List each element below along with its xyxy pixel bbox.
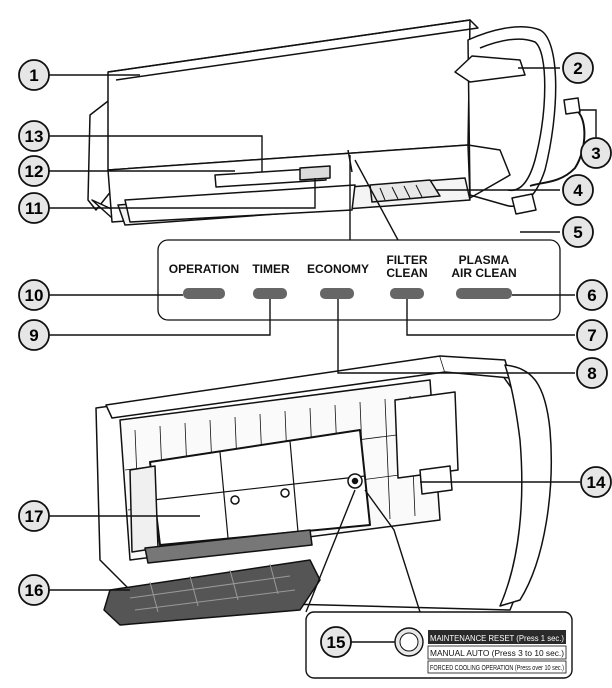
control-button-panel: MAINTENANCE RESET (Press 1 sec.) MANUAL … [305, 489, 573, 679]
timer-indicator [253, 288, 287, 299]
callout-number: 8 [587, 364, 596, 383]
callout-number: 13 [25, 127, 44, 146]
callout-6: 6 [576, 279, 608, 311]
callout-4: 4 [562, 174, 594, 206]
callout-number: 6 [587, 286, 596, 305]
power-cord [529, 107, 586, 187]
callout-3: 3 [580, 137, 612, 169]
callout-number: 15 [327, 633, 346, 652]
plasma-label-line2: AIR CLEAN [451, 266, 516, 280]
front-panel [107, 19, 471, 171]
callout-number: 12 [25, 162, 44, 181]
callout-7: 7 [576, 319, 608, 351]
callout-number: 10 [25, 286, 44, 305]
callout-2: 2 [562, 52, 594, 84]
plasma-label-line1: PLASMA [459, 253, 510, 267]
callout-12: 12 [18, 155, 50, 187]
manual-auto-text: MANUAL AUTO (Press 3 to 10 sec.) [430, 648, 564, 658]
callout-number: 16 [25, 581, 44, 600]
indoor-unit-open-view [95, 355, 552, 626]
power-plug [563, 97, 581, 115]
callout-10: 10 [18, 279, 50, 311]
callout-number: 1 [29, 66, 38, 85]
indicator-window [214, 167, 327, 188]
callout-number: 9 [29, 326, 38, 345]
callout-11: 11 [18, 192, 50, 224]
forced-cooling-text: FORCED COOLING OPERATION (Press over 10 … [430, 665, 564, 672]
signal-receiver [299, 165, 331, 181]
callout-number: 3 [591, 144, 600, 163]
indicator-panel: OPERATION TIMER ECONOMY FILTER CLEAN PLA… [157, 239, 561, 321]
economy-label: ECONOMY [307, 262, 369, 276]
indicator-panel-frame [157, 239, 561, 321]
callout-13: 13 [18, 120, 50, 152]
callout-17: 17 [18, 500, 50, 532]
filter-clean-label-line2: CLEAN [386, 266, 427, 280]
operation-indicator [183, 288, 225, 299]
callout-16: 16 [18, 574, 50, 606]
maintenance-reset-text: MAINTENANCE RESET (Press 1 sec.) [430, 633, 564, 643]
callout-number: 7 [587, 326, 596, 345]
indoor-unit-front-view [87, 19, 586, 226]
filter-clean-label-line1: FILTER [386, 253, 427, 267]
callout-number: 11 [25, 199, 43, 218]
callout-5: 5 [562, 216, 594, 248]
callout-9: 9 [18, 319, 50, 351]
callout-number: 2 [573, 59, 582, 78]
callout-15: 15 [320, 626, 352, 658]
callout-14: 14 [580, 466, 612, 498]
intake-grille [103, 559, 321, 626]
callout-number: 14 [587, 473, 606, 492]
callout-number: 4 [573, 181, 583, 200]
callout-1: 1 [18, 59, 50, 91]
economy-indicator [320, 288, 354, 299]
filter-clean-indicator [390, 288, 424, 299]
timer-label: TIMER [252, 262, 290, 276]
leader-lines [48, 67, 597, 643]
callout-number: 5 [573, 223, 582, 242]
callout-number: 17 [25, 507, 44, 526]
callout-8: 8 [576, 357, 608, 389]
operation-label: OPERATION [169, 262, 239, 276]
plasma-indicator [456, 288, 512, 299]
